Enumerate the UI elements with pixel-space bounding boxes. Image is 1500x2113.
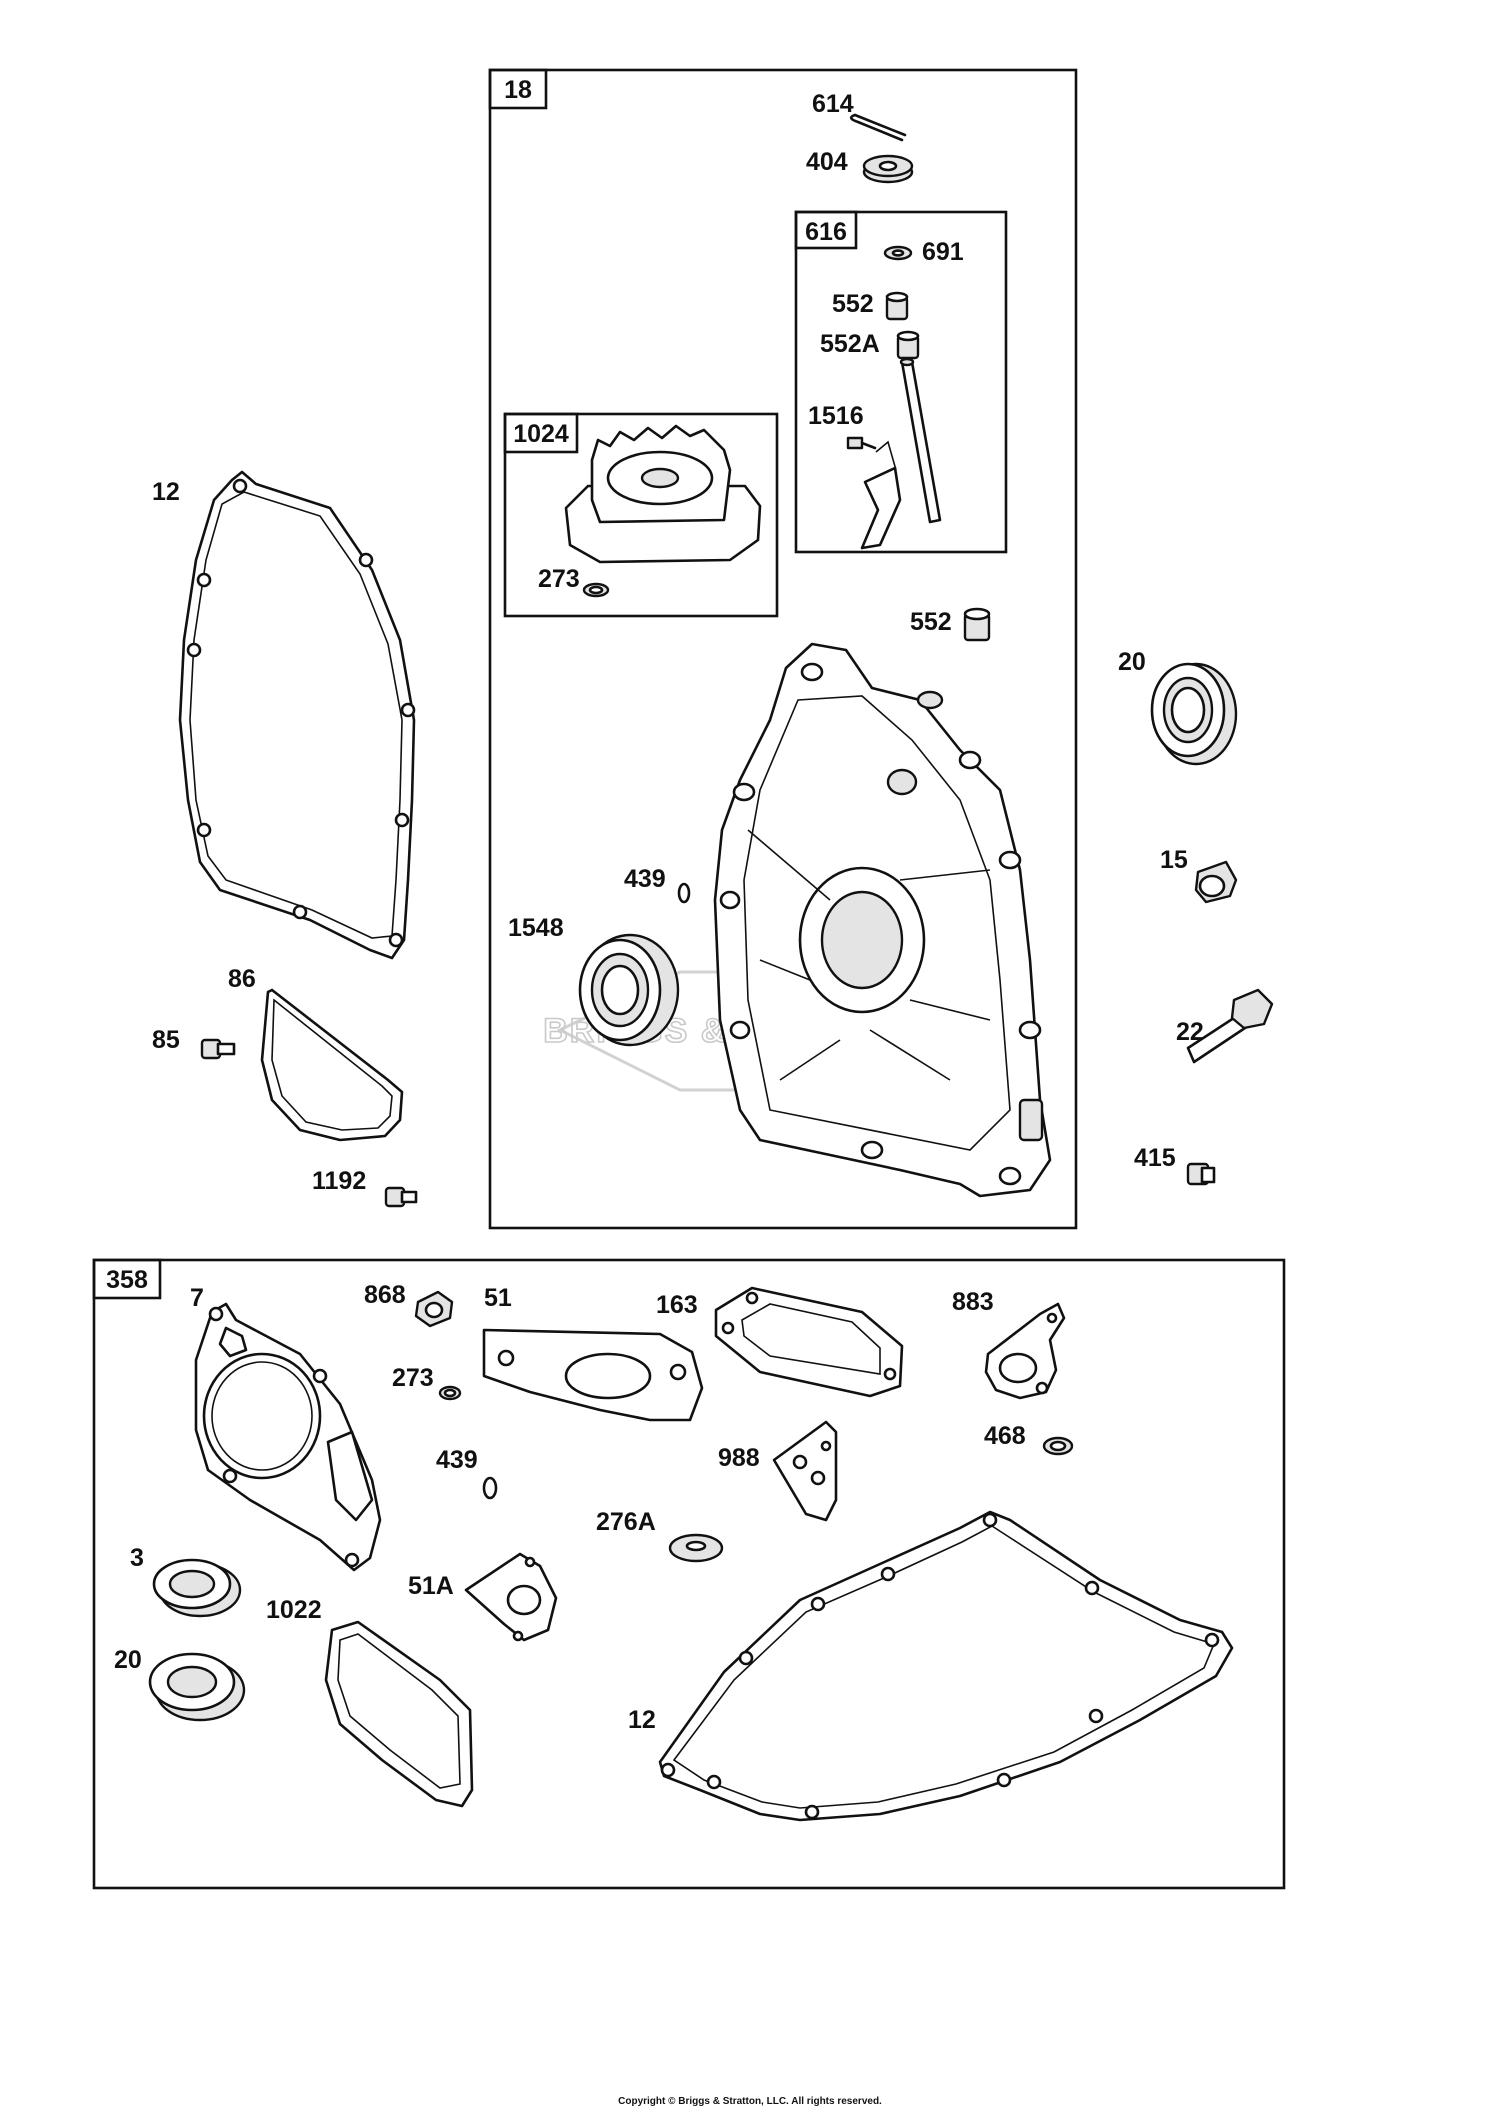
part-1192-bolt	[384, 1186, 418, 1208]
part-415-plug	[1186, 1162, 1216, 1186]
part-691-ring	[883, 245, 913, 261]
label-1192: 1192	[312, 1167, 366, 1195]
part-3-seal	[152, 1558, 242, 1618]
label-468: 468	[984, 1422, 1026, 1450]
part-868-nut	[414, 1290, 454, 1328]
group-358-tag	[92, 1258, 162, 1300]
part-12-gasket-left	[178, 470, 416, 960]
group-358-label: 358	[106, 1266, 148, 1294]
group-18-frame	[488, 68, 1078, 1230]
part-439-oring-upper	[677, 882, 691, 904]
label-86: 86	[228, 965, 256, 993]
label-404: 404	[806, 148, 848, 176]
group-616-frame	[794, 210, 1008, 554]
part-governor-shaft	[860, 357, 942, 550]
part-439-oring-lower	[482, 1476, 498, 1500]
label-988: 988	[718, 1444, 760, 1472]
group-1024-frame	[503, 412, 779, 618]
part-1024-oil-pump	[564, 424, 762, 564]
part-1022-gasket	[324, 1620, 474, 1808]
label-439-lower: 439	[436, 1446, 478, 1474]
group-358-frame	[92, 1258, 1286, 1890]
group-616-tag	[794, 210, 858, 250]
label-1516: 1516	[808, 402, 864, 430]
label-868: 868	[364, 1281, 406, 1309]
label-51A: 51A	[408, 1572, 454, 1600]
group-18-tag	[488, 68, 548, 110]
part-86-gasket	[260, 988, 404, 1142]
copyright-notice: Copyright © Briggs & Stratton, LLC. All …	[618, 2096, 882, 2107]
part-988-plate	[772, 1420, 838, 1522]
label-552-upper: 552	[832, 290, 874, 318]
part-1516-screw	[846, 436, 877, 450]
part-7-head-gasket	[194, 1302, 382, 1572]
part-468-washer	[1042, 1436, 1074, 1456]
part-15-plug	[1194, 860, 1238, 904]
label-163: 163	[656, 1291, 698, 1319]
label-552-lower: 552	[910, 608, 952, 636]
label-12-lower: 12	[628, 1706, 656, 1734]
label-614: 614	[812, 90, 854, 118]
label-1548: 1548	[508, 914, 564, 942]
label-691: 691	[922, 238, 964, 266]
part-552A-bushing	[896, 330, 920, 360]
label-276A: 276A	[596, 1508, 656, 1536]
part-163-gasket	[714, 1286, 904, 1398]
part-276A-washer	[668, 1533, 724, 1563]
label-273-upper: 273	[538, 565, 580, 593]
part-883-gasket	[984, 1302, 1066, 1400]
part-crankcase-cover	[713, 642, 1052, 1198]
label-3: 3	[130, 1544, 144, 1572]
group-1024-label: 1024	[513, 420, 569, 448]
label-15: 15	[1160, 846, 1188, 874]
part-51-gasket	[482, 1328, 704, 1422]
label-22: 22	[1176, 1018, 1204, 1046]
label-273-lower: 273	[392, 1364, 434, 1392]
part-22-bolt	[1186, 988, 1274, 1064]
label-7: 7	[190, 1284, 204, 1312]
label-51: 51	[484, 1284, 512, 1312]
label-439-upper: 439	[624, 865, 666, 893]
part-85-bolt	[200, 1038, 236, 1060]
group-18-label: 18	[504, 76, 532, 104]
part-614-cotter-pin	[849, 113, 907, 142]
part-1548-bearing	[578, 933, 680, 1047]
label-20-right: 20	[1118, 648, 1146, 676]
label-1022: 1022	[266, 1596, 322, 1624]
label-20-lower: 20	[114, 1646, 142, 1674]
part-404-washer	[862, 154, 914, 184]
part-20-seal-lower	[148, 1652, 246, 1722]
label-12-left: 12	[152, 478, 180, 506]
part-51A-gasket	[464, 1552, 558, 1642]
part-20-seal-right	[1150, 662, 1238, 766]
label-85: 85	[152, 1026, 180, 1054]
group-1024-tag	[503, 412, 579, 454]
part-273-oring-lower	[438, 1385, 462, 1401]
part-12-gasket-lower	[658, 1510, 1234, 1822]
group-616-label: 616	[805, 218, 847, 246]
label-552A: 552A	[820, 330, 880, 358]
label-883: 883	[952, 1288, 994, 1316]
label-415: 415	[1134, 1144, 1176, 1172]
part-273-oring-upper	[582, 582, 610, 598]
part-552-bushing-upper	[885, 291, 909, 321]
part-552-bushing-lower	[963, 607, 991, 642]
